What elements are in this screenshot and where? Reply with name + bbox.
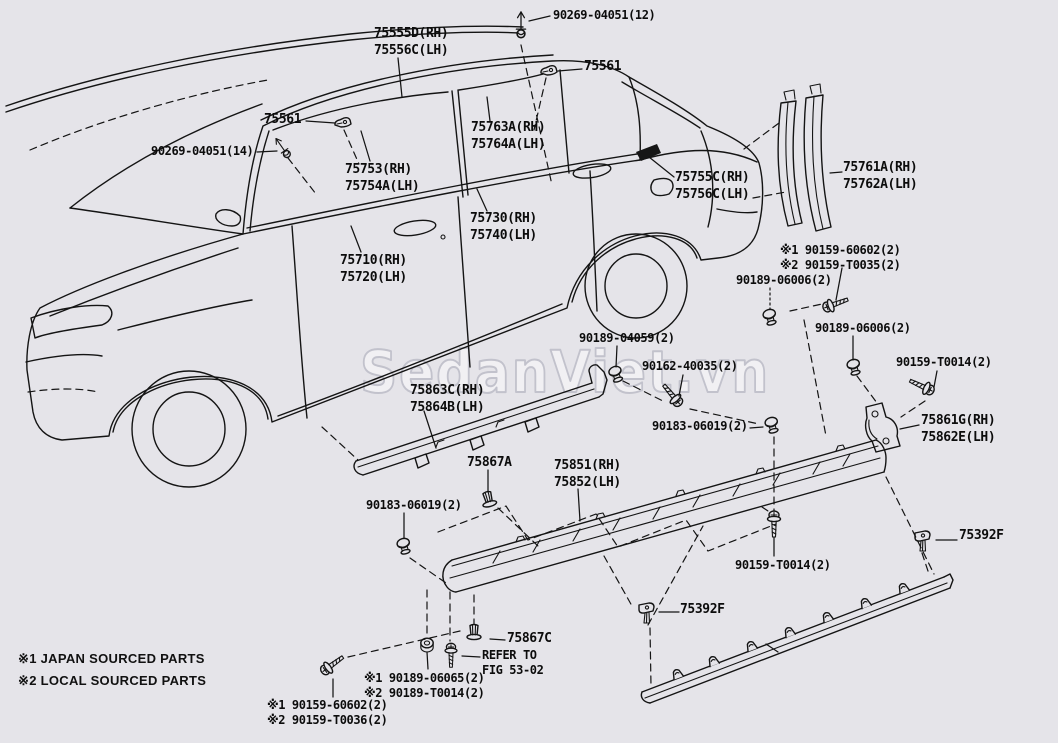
pin-icon <box>515 11 527 39</box>
label-refer-fig: REFER TO FIG 53-02 <box>482 648 544 678</box>
label-clip-75392f-right: 75392F <box>959 528 1004 543</box>
label-bolt-roof-12: 90269-04051(12) <box>553 8 656 22</box>
label-rear-door-sash-tape: 75755C(RH) 75756C(LH) <box>675 170 750 202</box>
car-body <box>5 25 764 488</box>
clip-icon <box>638 602 655 624</box>
label-screws-bottom: ※1 90159-60602(2) ※2 90159-T0036(2) <box>267 698 388 728</box>
label-front-belt-molding: 75710(RH) 75720(LH) <box>340 253 407 285</box>
label-screws-pillar: ※1 90159-60602(2) ※2 90159-T0035(2) <box>780 243 901 273</box>
pin-icon <box>271 135 293 160</box>
note-local-sourced: ※2 LOCAL SOURCED PARTS <box>18 673 207 688</box>
label-bolt-roof-14: 90269-04051(14) <box>151 144 254 158</box>
grommet-icon <box>466 623 482 641</box>
screw-icon <box>444 642 458 668</box>
label-front-door-frame-molding: 75753(RH) 75754A(LH) <box>345 162 420 194</box>
label-screw-t0014-bottom: 90159-T0014(2) <box>735 558 831 572</box>
label-clip-75867c: 75867C <box>507 631 552 646</box>
assembly-dashed-lines <box>287 44 935 687</box>
label-screw-40035: 90162-40035(2) <box>642 359 738 373</box>
label-center-pillar-tape: 75761A(RH) 75762A(LH) <box>843 160 918 192</box>
lower-molding-strip <box>640 573 954 704</box>
label-screw-t0014-right: 90159-T0014(2) <box>896 355 992 369</box>
clip-icon <box>479 489 498 509</box>
label-rear-belt-molding: 75730(RH) 75740(LH) <box>470 211 537 243</box>
grommet-icon <box>845 357 863 378</box>
screw-icon <box>766 510 782 538</box>
screw-icon <box>906 374 938 399</box>
label-grommet-upper: 90189-06006(2) <box>736 273 832 287</box>
label-clip-roof-rear: 75561 <box>584 59 622 74</box>
watermark: SedanViet.vn <box>360 338 770 406</box>
label-clip-06019-right: 90183-06019(2) <box>652 419 748 433</box>
grommet-icon <box>761 307 779 328</box>
label-clip-75867a: 75867A <box>467 455 512 470</box>
label-rear-door-frame-molding: 75763A(RH) 75764A(LH) <box>471 120 546 152</box>
clip-icon <box>395 536 413 557</box>
note-japan-sourced: ※1 JAPAN SOURCED PARTS <box>18 651 205 666</box>
label-sill-plate: 75863C(RH) 75864B(LH) <box>410 383 485 415</box>
leader-lines <box>256 15 958 698</box>
clip-icon <box>914 530 931 552</box>
label-roof-drip-molding: 75555D(RH) 75556C(LH) <box>374 26 449 58</box>
rocker-molding <box>442 439 887 593</box>
roof-clip-icon <box>540 65 558 76</box>
label-clip-75392f-left: 75392F <box>680 602 725 617</box>
clip-icon <box>763 415 781 436</box>
label-fasteners-06065: ※1 90189-06065(2) ※2 90189-T0014(2) <box>364 671 485 701</box>
sill-scuff-plate <box>353 364 608 476</box>
label-grommet-lower: 90189-06006(2) <box>815 321 911 335</box>
rocker-bracket <box>864 402 901 453</box>
roof-clip-icon <box>334 117 352 128</box>
label-rocker-molding: 75851(RH) 75852(LH) <box>554 458 621 490</box>
pillar-tape-strips <box>777 83 832 232</box>
label-bracket-rocker: 75861G(RH) 75862E(LH) <box>921 413 996 445</box>
label-clip-roof-front: 75561 <box>264 112 302 127</box>
screw-icon <box>820 292 851 316</box>
screw-icon <box>317 651 348 679</box>
label-clip-06019-left: 90183-06019(2) <box>366 498 462 512</box>
label-clip-04059: 90189-04059(2) <box>579 331 675 345</box>
